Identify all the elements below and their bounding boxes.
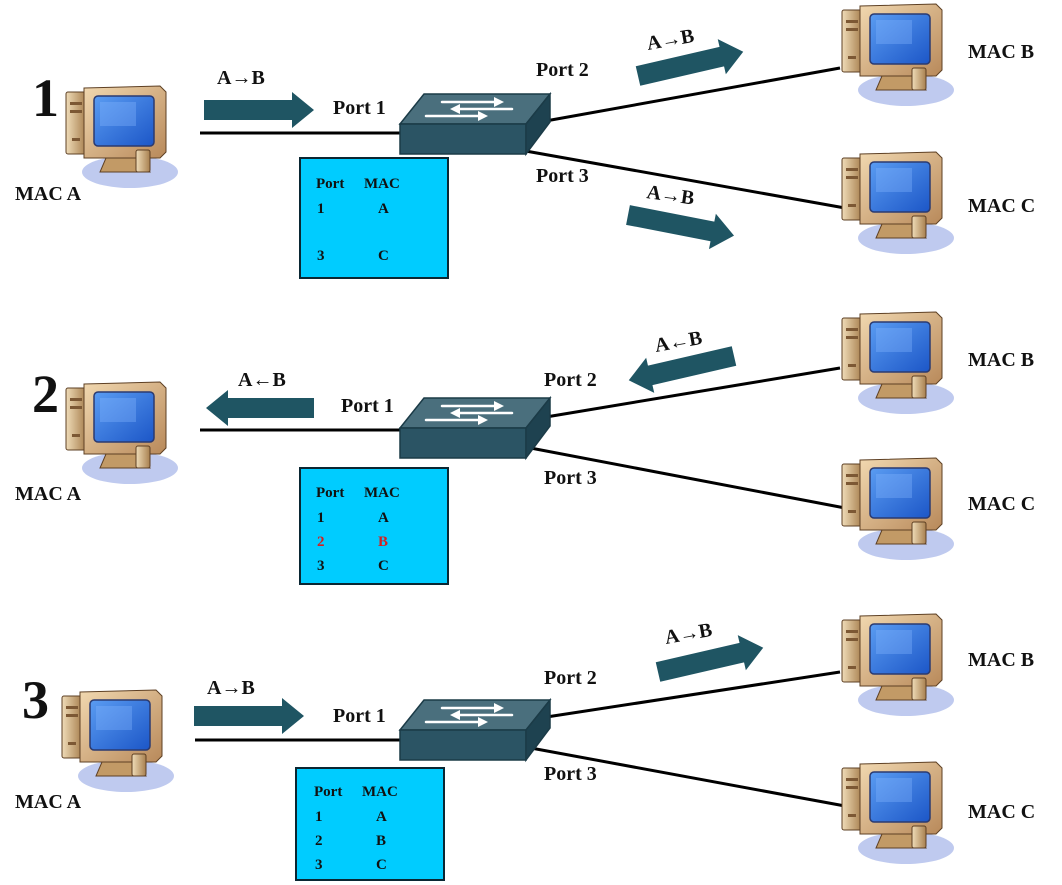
- link-port-3: [519, 744, 846, 808]
- computer-icon-host-a: [65, 381, 179, 485]
- table-cell-port: 3: [315, 857, 323, 873]
- host-b-label: MAC B: [968, 41, 1034, 63]
- scenario-number: 3: [22, 670, 49, 730]
- flow-arrow-left-icon: [628, 346, 737, 393]
- scenario-number: 1: [32, 68, 59, 128]
- flow-label-port-2: A→B: [663, 619, 714, 649]
- host-a-label: MAC A: [15, 183, 82, 205]
- link-port-2: [539, 366, 841, 420]
- port-3-label: Port 3: [544, 467, 597, 489]
- computer-icon-host-c: [841, 151, 955, 255]
- table-cell-port: 1: [317, 510, 325, 526]
- link-port-2: [539, 66, 841, 124]
- computer-icon-host-b: [841, 613, 955, 717]
- flow-label-port-1: A→B: [217, 67, 265, 89]
- table-cell-port: 1: [317, 201, 325, 217]
- table-header-port: Port: [314, 784, 342, 800]
- flow-arrow-right-icon: [655, 635, 764, 682]
- host-a-label: MAC A: [15, 483, 82, 505]
- flow-arrow-right-icon: [194, 698, 304, 734]
- table-header-mac: MAC: [364, 485, 400, 501]
- host-a-label: MAC A: [15, 791, 82, 813]
- computer-icon-host-b: [841, 311, 955, 415]
- host-c-label: MAC C: [968, 493, 1035, 515]
- mac-address-table: Port MAC 1 A 2 B 3 C: [295, 767, 445, 881]
- table-cell-port-new-entry: 2: [317, 534, 325, 550]
- table-header-port: Port: [316, 485, 344, 501]
- link-port-3: [519, 444, 846, 510]
- flow-arrow-right-icon: [626, 205, 735, 250]
- port-1-label: Port 1: [341, 395, 394, 417]
- table-cell-mac-new-entry: B: [378, 534, 388, 550]
- table-cell-port: 1: [315, 809, 323, 825]
- host-c-label: MAC C: [968, 195, 1035, 217]
- flow-label-port-1: A←B: [238, 369, 286, 391]
- switch-icon: [398, 698, 552, 762]
- table-cell-port: 3: [317, 248, 325, 264]
- table-cell-mac: C: [376, 857, 387, 873]
- host-b-label: MAC B: [968, 349, 1034, 371]
- table-cell-mac: A: [378, 510, 389, 526]
- table-header-mac: MAC: [362, 784, 398, 800]
- computer-icon-host-b: [841, 3, 955, 107]
- host-b-label: MAC B: [968, 649, 1034, 671]
- table-cell-mac: A: [378, 201, 389, 217]
- table-header-port: Port: [316, 176, 344, 192]
- table-cell-mac: A: [376, 809, 387, 825]
- switch-icon: [398, 396, 552, 460]
- port-2-label: Port 2: [544, 667, 597, 689]
- computer-icon-host-c: [841, 457, 955, 561]
- computer-icon-host-c: [841, 761, 955, 865]
- scenario-3: 3 MAC A MAC B MAC C Port 1 Port 2 Port 3…: [15, 613, 1035, 881]
- flow-label-port-2: A→B: [645, 25, 696, 55]
- table-cell-mac: C: [378, 248, 389, 264]
- scenario-2: 2 MAC A MAC B MAC C Port 1 Port 2 Port 3…: [15, 311, 1035, 585]
- port-1-label: Port 1: [333, 705, 386, 727]
- table-cell-port: 2: [315, 833, 323, 849]
- switch-icon: [398, 92, 552, 156]
- scenario-number: 2: [32, 364, 59, 424]
- host-c-label: MAC C: [968, 801, 1035, 823]
- port-1-label: Port 1: [333, 97, 386, 119]
- flow-label-port-2: A←B: [653, 327, 704, 357]
- flow-label-port-3: A→B: [645, 181, 695, 209]
- computer-icon-host-a: [61, 689, 175, 793]
- flow-arrow-right-icon: [204, 92, 314, 128]
- computer-icon-host-a: [65, 85, 179, 189]
- mac-address-table: Port MAC 1 A 2 B 3 C: [299, 467, 449, 585]
- table-header-mac: MAC: [364, 176, 400, 192]
- link-port-3: [519, 148, 846, 210]
- port-3-label: Port 3: [536, 165, 589, 187]
- flow-label-port-1: A→B: [207, 677, 255, 699]
- port-3-label: Port 3: [544, 763, 597, 785]
- link-port-2: [539, 670, 841, 720]
- mac-address-table: Port MAC 1 A 3 C: [299, 157, 449, 279]
- table-cell-mac: B: [376, 833, 386, 849]
- table-cell-port: 3: [317, 558, 325, 574]
- scenario-1: 1 MAC A MAC B MAC C Port 1 Port 2 Port 3…: [15, 3, 1035, 279]
- table-cell-mac: C: [378, 558, 389, 574]
- flow-arrow-left-icon: [206, 390, 314, 426]
- port-2-label: Port 2: [536, 59, 589, 81]
- port-2-label: Port 2: [544, 369, 597, 391]
- flow-arrow-right-icon: [635, 39, 744, 86]
